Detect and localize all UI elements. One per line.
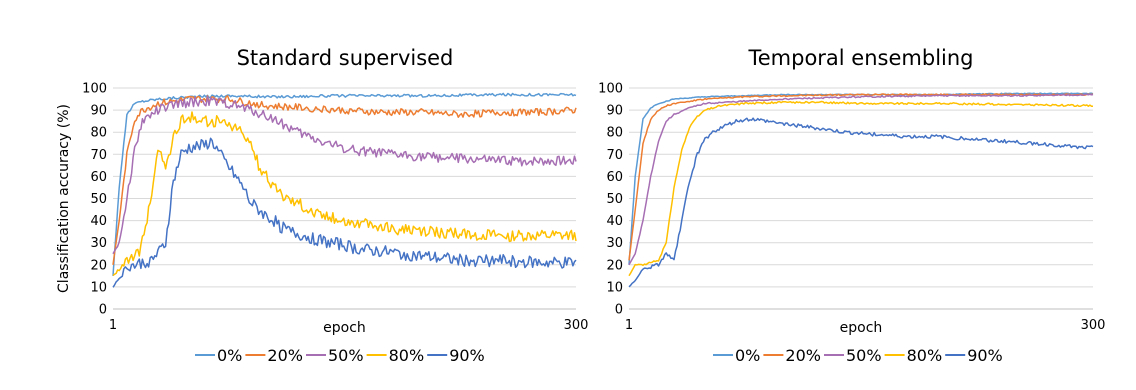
y-tick-label: 100 [598, 82, 623, 97]
y-tick-label: 70 [606, 148, 623, 163]
x-tick-label: 300 [1081, 318, 1106, 333]
chart-title: Standard supervised [237, 46, 454, 70]
y-tick-label: 60 [90, 170, 107, 185]
y-tick-label: 40 [90, 214, 107, 229]
legend-label: 50% [328, 346, 364, 365]
series-line-20pct [112, 95, 577, 265]
y-tick-label: 100 [82, 82, 107, 97]
y-tick-label: 70 [90, 148, 107, 163]
legend-label: 50% [846, 346, 882, 365]
legend-label: 80% [389, 346, 425, 365]
series-line-90pct [112, 137, 577, 288]
series-line-80pct [628, 100, 1094, 277]
y-tick-label: 90 [90, 104, 107, 119]
y-tick-label: 30 [606, 236, 623, 251]
legend-label: 90% [967, 346, 1003, 365]
y-tick-label: 40 [606, 214, 623, 229]
series-line-50pct [112, 96, 577, 255]
series-line-0pct [628, 92, 1094, 265]
y-tick-label: 60 [606, 170, 623, 185]
legend-label: 90% [449, 346, 485, 365]
series-line-90pct [628, 117, 1094, 288]
y-tick-label: 50 [90, 192, 107, 207]
x-tick-label: 1 [109, 318, 117, 333]
y-tick-label: 10 [606, 280, 623, 295]
legend-label: 0% [735, 346, 760, 365]
y-tick-label: 0 [615, 303, 623, 318]
series-line-50pct [628, 93, 1094, 266]
series-line-80pct [112, 111, 577, 277]
chart-panel-temporal-ensembling: Temporal ensembling010203040506070809010… [598, 46, 1105, 365]
y-tick-label: 80 [606, 126, 623, 141]
x-tick-label: 1 [625, 318, 633, 333]
chart-title: Temporal ensembling [747, 46, 973, 70]
x-tick-label: 300 [564, 318, 589, 333]
y-tick-label: 20 [90, 258, 107, 273]
legend-label: 20% [785, 346, 821, 365]
y-tick-label: 90 [606, 104, 623, 119]
legend-label: 20% [267, 346, 303, 365]
y-tick-label: 50 [606, 192, 623, 207]
series-line-20pct [628, 93, 1094, 261]
y-tick-label: 10 [90, 280, 107, 295]
y-axis-label: Classification accuracy (%) [56, 104, 72, 293]
x-axis-label: epoch [323, 320, 366, 336]
legend-label: 80% [907, 346, 943, 365]
y-tick-label: 0 [99, 303, 107, 318]
y-tick-label: 80 [90, 126, 107, 141]
chart-panel-standard-supervised: Standard supervised010203040506070809010… [56, 46, 588, 365]
x-axis-label: epoch [840, 320, 883, 336]
legend-label: 0% [217, 346, 242, 365]
y-tick-label: 30 [90, 236, 107, 251]
y-tick-label: 20 [606, 258, 623, 273]
